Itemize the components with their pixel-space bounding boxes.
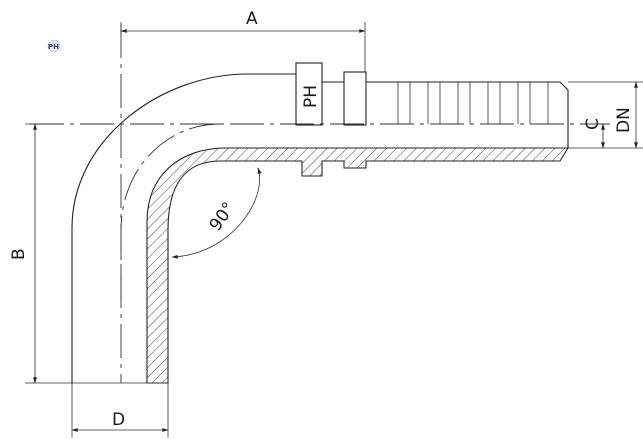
dimension-d: D: [71, 383, 169, 437]
dimension-c-label: C: [583, 118, 603, 130]
dimension-b: B: [9, 123, 168, 384]
ferrule-marking: PH: [301, 85, 321, 108]
brand-logo: PH: [47, 39, 61, 53]
dimension-a: A: [120, 9, 366, 72]
stem-barbs: [397, 82, 549, 124]
brand-logo-text: PH: [48, 43, 59, 51]
dimension-dn: DN: [568, 81, 643, 149]
dimension-a-label: A: [246, 9, 258, 29]
angle-label: 90°: [206, 199, 240, 235]
pipe-outer-outline: [71, 73, 296, 383]
dimension-d-label: D: [112, 410, 125, 430]
stem-body: [322, 81, 569, 148]
pipe-wall-section: [146, 147, 569, 384]
dimension-dn-label: DN: [614, 107, 634, 133]
dimension-b-label: B: [9, 248, 29, 260]
dimension-c: C: [568, 118, 612, 149]
ferrule-collar: [295, 62, 323, 126]
bend-centerline: [120, 123, 221, 300]
angle-dimension: 90°: [171, 167, 262, 259]
hex-ring: [343, 71, 367, 126]
